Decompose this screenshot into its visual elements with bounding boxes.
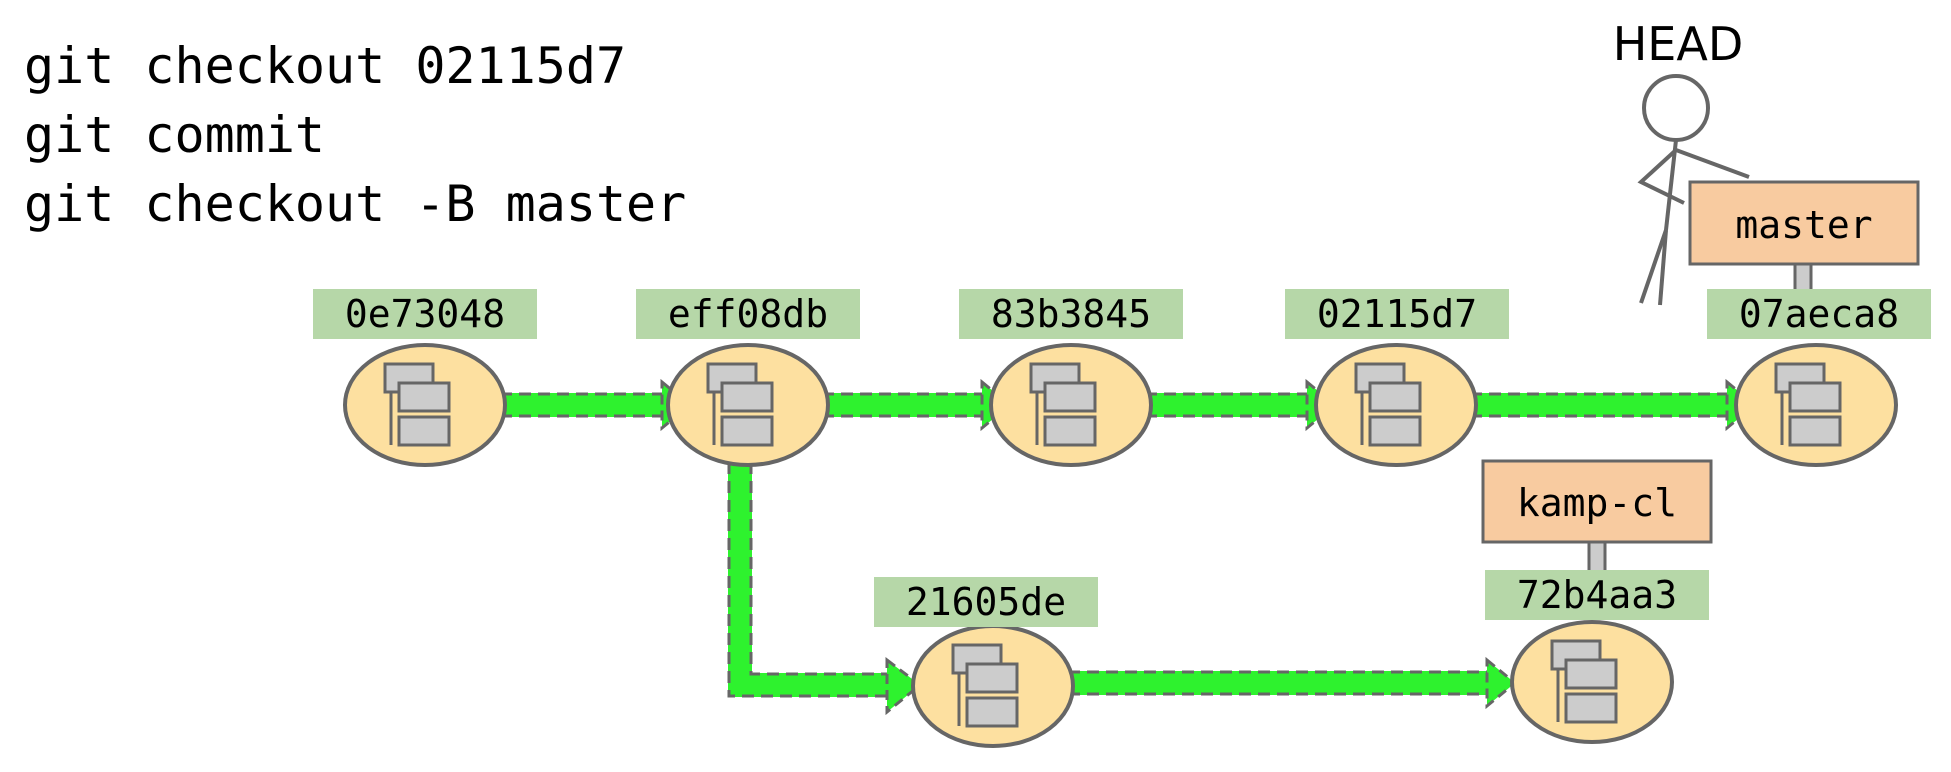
edge-eff08db-21605de: [727, 462, 923, 716]
hash-label-72b4aa3: 72b4aa3: [1485, 570, 1709, 620]
edge-21605de-72b4aa3: [1068, 656, 1518, 710]
hash-label-07aeca8: 07aeca8: [1707, 289, 1931, 339]
hash-text: 72b4aa3: [1517, 573, 1677, 617]
hash-text: 0e73048: [345, 292, 505, 336]
hash-text: 02115d7: [1317, 292, 1477, 336]
branch-master[interactable]: master: [1688, 180, 1920, 304]
head-label: HEAD: [1613, 17, 1744, 71]
commit-node-07aeca8[interactable]: [1734, 343, 1898, 467]
commit-node-02115d7[interactable]: [1314, 343, 1478, 467]
branch-label: kamp-cl: [1517, 481, 1677, 525]
commit-node-eff08db[interactable]: [666, 343, 830, 467]
commit-node-72b4aa3[interactable]: [1510, 620, 1674, 744]
hash-text: 07aeca8: [1739, 292, 1899, 336]
hash-text: 83b3845: [991, 292, 1151, 336]
commit-node-0e73048[interactable]: [343, 343, 507, 467]
command-line-2: git commit: [24, 106, 325, 164]
edge-02115d7-07aeca8: [1470, 378, 1758, 432]
commit-node-21605de[interactable]: [911, 624, 1075, 748]
hash-label-02115d7: 02115d7: [1285, 289, 1509, 339]
branch-label: master: [1735, 203, 1872, 247]
hash-label-0e73048: 0e73048: [313, 289, 537, 339]
command-line-1: git checkout 02115d7: [24, 37, 626, 95]
stick-figure-icon: [1637, 74, 1750, 306]
hash-label-83b3845: 83b3845: [959, 289, 1183, 339]
edge-83b3845-02115d7: [1145, 378, 1338, 432]
edge-eff08db-83b3845: [822, 378, 1013, 432]
hash-text: 21605de: [906, 580, 1066, 624]
command-list: git checkout 02115d7 git commit git chec…: [24, 37, 686, 233]
hash-label-21605de: 21605de: [874, 577, 1098, 627]
commit-node-83b3845[interactable]: [989, 343, 1153, 467]
branch-kamp-cl[interactable]: kamp-cl: [1481, 459, 1713, 582]
hash-label-eff08db: eff08db: [636, 289, 860, 339]
hash-text: eff08db: [668, 292, 828, 336]
head-pointer: HEAD: [1613, 17, 1750, 306]
command-line-3: git checkout -B master: [24, 175, 686, 233]
edge-0e73048-eff08db: [500, 378, 693, 432]
